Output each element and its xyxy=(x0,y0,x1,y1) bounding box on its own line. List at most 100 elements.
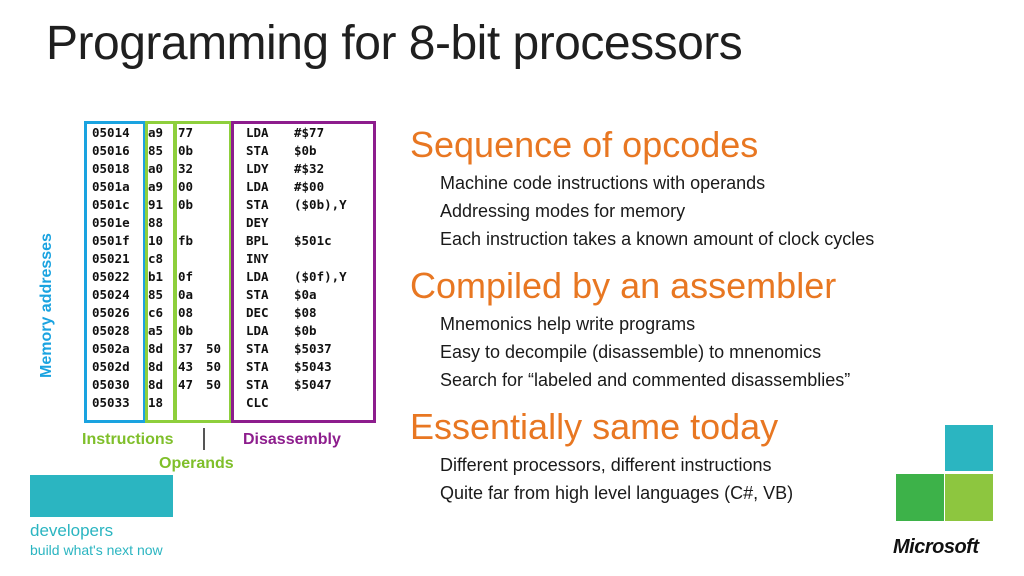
opcode: c6 xyxy=(148,305,164,320)
memory-addresses-label: Memory addresses xyxy=(38,233,55,378)
memory-address: 0501c xyxy=(92,197,130,212)
mnemonic: STA xyxy=(246,287,269,302)
opcode: a9 xyxy=(148,179,164,194)
operand: 00 xyxy=(178,179,194,194)
mnemonic-argument: $501c xyxy=(294,233,332,248)
brand-tile xyxy=(30,475,173,517)
mnemonic: DEY xyxy=(246,215,269,230)
memory-address: 05030 xyxy=(92,377,130,392)
mnemonic: STA xyxy=(246,341,269,356)
slide-title: Programming for 8-bit processors xyxy=(46,17,743,70)
memory-address: 0502a xyxy=(92,341,130,356)
mnemonic-argument: $5043 xyxy=(294,359,332,374)
disassembly-box xyxy=(231,121,376,423)
operand: 0b xyxy=(178,323,194,338)
operands-pointer xyxy=(203,428,205,450)
mnemonic: LDA xyxy=(246,125,269,140)
mnemonic-argument: $0a xyxy=(294,287,317,302)
opcode: a0 xyxy=(148,161,164,176)
mnemonic: LDY xyxy=(246,161,269,176)
developers-brand: developers xyxy=(30,521,114,540)
mnemonic-argument: $5047 xyxy=(294,377,332,392)
memory-address: 05026 xyxy=(92,305,130,320)
memory-address-box xyxy=(84,121,146,423)
microsoft-logo: Microsoft xyxy=(893,536,979,558)
memory-address: 0501f xyxy=(92,233,130,248)
bullet-text: Different processors, different instruct… xyxy=(440,455,772,475)
mnemonic: LDA xyxy=(246,323,269,338)
mnemonic: STA xyxy=(246,359,269,374)
instructions-label: Instructions xyxy=(82,431,174,448)
bullet-text: Mnemonics help write programs xyxy=(440,314,696,334)
section-heading: Compiled by an assembler xyxy=(410,265,837,306)
mnemonic-argument: $0b xyxy=(294,323,317,338)
memory-address: 05028 xyxy=(92,323,130,338)
developers-tagline: build what's next now xyxy=(30,542,163,558)
opcode: 8d xyxy=(148,359,164,374)
mnemonic: CLC xyxy=(246,395,269,410)
operand: 43 xyxy=(178,359,194,374)
mnemonic: STA xyxy=(246,197,269,212)
mnemonic: DEC xyxy=(246,305,269,320)
mnemonic-argument: ($0f),Y xyxy=(294,269,347,284)
brand-tile xyxy=(945,474,993,521)
disassembly-label: Disassembly xyxy=(243,431,341,448)
mnemonic: STA xyxy=(246,143,269,158)
operand: 0b xyxy=(178,197,194,212)
bullet-text: Easy to decompile (disassemble) to mneno… xyxy=(440,342,822,362)
operand: 47 xyxy=(178,377,194,392)
memory-address: 05016 xyxy=(92,143,130,158)
opcode: a9 xyxy=(148,125,164,140)
mnemonic: INY xyxy=(246,251,269,266)
bullet-text: Addressing modes for memory xyxy=(440,201,686,221)
operand: 37 xyxy=(178,341,194,356)
opcode: 91 xyxy=(148,197,164,212)
opcode: 10 xyxy=(148,233,164,248)
opcode: 88 xyxy=(148,215,164,230)
operand: 50 xyxy=(206,341,222,356)
brand-tile xyxy=(896,474,944,521)
memory-address: 05024 xyxy=(92,287,130,302)
memory-address: 0501e xyxy=(92,215,130,230)
mnemonic: STA xyxy=(246,377,269,392)
opcode: 85 xyxy=(148,287,164,302)
mnemonic: BPL xyxy=(246,233,269,248)
operands-label: Operands xyxy=(159,455,234,472)
mnemonic-argument: #$77 xyxy=(294,125,325,140)
mnemonic: LDA xyxy=(246,179,269,194)
operand: 08 xyxy=(178,305,194,320)
memory-address: 05022 xyxy=(92,269,130,284)
memory-address: 05033 xyxy=(92,395,130,410)
mnemonic-argument: $08 xyxy=(294,305,317,320)
opcode: 18 xyxy=(148,395,164,410)
instructions-box xyxy=(145,121,176,423)
bullet-text: Quite far from high level languages (C#,… xyxy=(440,483,794,503)
operand: 50 xyxy=(206,359,222,374)
memory-address: 0502d xyxy=(92,359,130,374)
memory-address: 05018 xyxy=(92,161,130,176)
operand: 0f xyxy=(178,269,194,284)
opcode: c8 xyxy=(148,251,164,266)
bullet-text: Machine code instructions with operands xyxy=(440,173,766,193)
operand: 50 xyxy=(206,377,222,392)
operand: 32 xyxy=(178,161,194,176)
mnemonic-argument: #$32 xyxy=(294,161,325,176)
mnemonic-argument: $5037 xyxy=(294,341,332,356)
mnemonic-argument: #$00 xyxy=(294,179,325,194)
section-heading: Essentially same today xyxy=(410,406,779,447)
opcode: b1 xyxy=(148,269,164,284)
mnemonic-argument: ($0b),Y xyxy=(294,197,347,212)
opcode: 85 xyxy=(148,143,164,158)
operand: 77 xyxy=(178,125,194,140)
operands-box xyxy=(174,121,232,423)
opcode: 8d xyxy=(148,377,164,392)
brand-tile xyxy=(945,425,993,471)
operand: fb xyxy=(178,233,194,248)
bullet-text: Each instruction takes a known amount of… xyxy=(440,229,875,249)
operand: 0a xyxy=(178,287,194,302)
operand: 0b xyxy=(178,143,194,158)
bullet-text: Search for “labeled and commented disass… xyxy=(440,370,851,390)
memory-address: 0501a xyxy=(92,179,130,194)
opcode: a5 xyxy=(148,323,164,338)
mnemonic-argument: $0b xyxy=(294,143,317,158)
